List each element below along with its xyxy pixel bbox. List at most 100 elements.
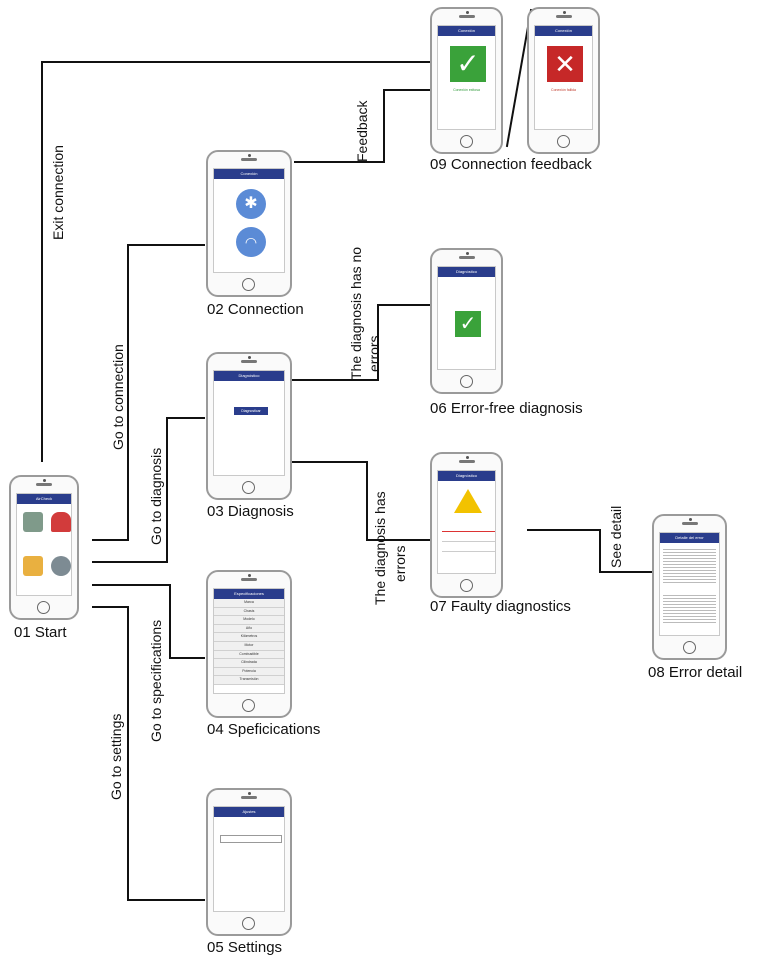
phone-camera (248, 792, 251, 795)
phone-specifications[interactable]: Especificaciones Marca Chasis Modelo Año… (206, 570, 292, 718)
settings-tile-icon[interactable] (51, 556, 71, 576)
edge-go-connection (92, 244, 205, 541)
label-has-errors-1: The diagnosis has (372, 491, 388, 605)
phone-settings[interactable]: Ajustes (206, 788, 292, 936)
caption-settings: 05 Settings (207, 939, 283, 956)
phone-home-button[interactable] (37, 601, 50, 614)
check-icon: ✓ (450, 46, 486, 82)
screen-start: AirCheck (16, 493, 72, 596)
phone-connection[interactable]: Conexión ✱ ◠ (206, 150, 292, 297)
screen-feedback-success: Conexión ✓ Conexión exitosa (437, 25, 496, 130)
cross-icon: ✕ (547, 46, 583, 82)
phone-home-button[interactable] (459, 579, 473, 592)
screen-settings: Ajustes (213, 806, 285, 912)
screen-connection: Conexión ✱ ◠ (213, 168, 285, 273)
wifi-icon[interactable]: ◠ (236, 227, 266, 257)
label-go-settings: Go to settings (108, 713, 124, 800)
caption-error-free: 06 Error-free diagnosis (430, 400, 583, 417)
error-row[interactable] (442, 527, 495, 532)
check-icon: ✓ (455, 311, 481, 337)
label-no-errors-1: The diagnosis has no (348, 246, 364, 380)
spec-row[interactable]: Combustible (214, 650, 284, 660)
phone-faulty[interactable]: Diagnóstico (430, 452, 503, 598)
error-row[interactable] (442, 547, 495, 552)
phone-home-button[interactable] (242, 699, 255, 712)
screen-error-free: Diagnóstico ✓ (437, 266, 496, 370)
edge-no-errors (290, 304, 430, 381)
phone-speaker (241, 796, 257, 799)
appbar-connection: Conexión (214, 169, 284, 179)
diagnosis-tile-icon[interactable] (51, 512, 71, 532)
failure-message: Conexión fallida (551, 88, 576, 92)
phone-camera (465, 252, 469, 255)
edge-go-specifications (92, 584, 205, 659)
label-go-specifications: Go to specifications (148, 619, 164, 742)
phone-home-button[interactable] (242, 481, 255, 494)
screen-error-detail: Detalle del error (659, 532, 720, 636)
caption-error-detail: 08 Error detail (648, 664, 743, 681)
phone-feedback-failure[interactable]: Conexión ✕ Conexión fallida (527, 7, 600, 154)
appbar-start: AirCheck (17, 494, 71, 504)
screen-faulty: Diagnóstico (437, 470, 496, 574)
caption-feedback: 09 Connection feedback (430, 156, 592, 173)
spec-row[interactable]: Potencia (214, 667, 284, 677)
caption-faulty: 07 Faulty diagnostics (430, 598, 571, 615)
phone-diagnosis[interactable]: Diagnóstico Diagnosticar (206, 352, 292, 500)
diagnose-button[interactable]: Diagnosticar (234, 407, 268, 415)
label-go-diagnosis: Go to diagnosis (148, 447, 164, 545)
warning-icon (454, 489, 482, 513)
phone-feedback-success[interactable]: Conexión ✓ Conexión exitosa (430, 7, 503, 154)
phone-speaker (458, 256, 475, 259)
phone-speaker (241, 158, 257, 161)
phone-speaker (681, 522, 698, 525)
spec-row[interactable]: Transmisión (214, 676, 284, 685)
phone-home-button[interactable] (242, 917, 255, 930)
spec-row[interactable]: Chasis (214, 607, 284, 617)
edge-see-detail (527, 529, 652, 573)
appbar-feedback-success: Conexión (438, 26, 495, 36)
error-row[interactable] (442, 537, 495, 542)
bluetooth-icon[interactable]: ✱ (236, 189, 266, 219)
phone-speaker (458, 15, 475, 18)
phone-speaker (555, 15, 572, 18)
appbar-error-detail: Detalle del error (660, 533, 719, 543)
phone-home-button[interactable] (682, 641, 696, 654)
screen-specifications: Especificaciones Marca Chasis Modelo Año… (213, 588, 285, 694)
phone-camera (562, 11, 566, 14)
spec-row[interactable]: Kilómetros (214, 633, 284, 642)
phone-home-button[interactable] (459, 375, 473, 388)
spec-row[interactable]: Modelo (214, 616, 284, 625)
label-exit-connection: Exit connection (50, 145, 66, 240)
phone-home-button[interactable] (556, 135, 570, 148)
phone-home-button[interactable] (459, 135, 473, 148)
caption-specifications: 04 Speficications (207, 721, 321, 738)
phone-error-detail[interactable]: Detalle del error (652, 514, 727, 660)
caption-diagnosis: 03 Diagnosis (207, 503, 294, 520)
spec-row[interactable]: Cilindrada (214, 659, 284, 668)
label-feedback: Feedback (354, 100, 370, 162)
phone-camera (688, 518, 692, 521)
language-select[interactable] (220, 835, 282, 843)
label-go-connection: Go to connection (110, 344, 126, 450)
error-detail-text (663, 593, 716, 623)
appbar-feedback-failure: Conexión (535, 26, 592, 36)
phone-home-button[interactable] (242, 278, 255, 291)
specifications-tile-icon[interactable] (23, 556, 43, 576)
edge-feedback (294, 89, 430, 163)
appbar-specifications: Especificaciones (214, 589, 284, 599)
edge-has-errors (290, 461, 430, 541)
appbar-error-free: Diagnóstico (438, 267, 495, 277)
spec-row[interactable]: Motor (214, 641, 284, 651)
spec-row[interactable]: Año (214, 624, 284, 634)
phone-start[interactable]: AirCheck (9, 475, 79, 620)
phone-error-free[interactable]: Diagnóstico ✓ (430, 248, 503, 394)
connection-tile-icon[interactable] (23, 512, 43, 532)
phone-camera (248, 356, 251, 359)
label-no-errors-2: errors (366, 335, 382, 372)
error-detail-text (663, 547, 716, 583)
caption-connection: 02 Connection (207, 301, 304, 318)
spec-row[interactable]: Marca (214, 599, 284, 608)
appbar-settings: Ajustes (214, 807, 284, 817)
screen-feedback-failure: Conexión ✕ Conexión fallida (534, 25, 593, 130)
